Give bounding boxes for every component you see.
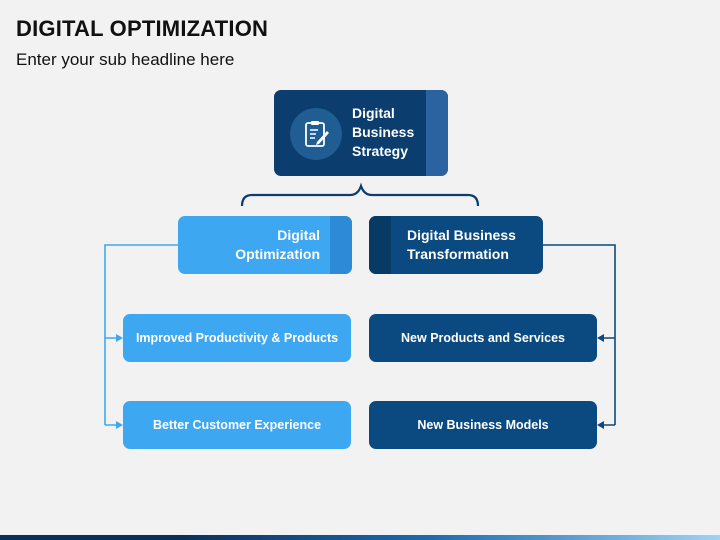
right-item-2-label: New Business Models (417, 418, 549, 432)
right-item-2: New Business Models (369, 401, 597, 449)
left-branch-stripe (330, 216, 352, 274)
brace-connector (240, 182, 480, 207)
left-branch-node: Digital Optimization (178, 216, 352, 274)
left-branch-label: Digital Optimization (235, 227, 320, 262)
left-arrow-2 (116, 421, 123, 429)
root-node-stripe (426, 90, 448, 176)
right-arrow-1 (597, 334, 604, 342)
page-title: DIGITAL OPTIMIZATION (16, 16, 269, 41)
clipboard-pen-icon (290, 108, 342, 160)
root-node-label: Digital Business Strategy (352, 105, 415, 159)
left-item-2-label: Better Customer Experience (152, 418, 322, 432)
footer-gradient-bar (0, 535, 720, 540)
root-node: Digital Business Strategy (274, 90, 448, 176)
right-branch-label: Digital Business Transformation (407, 227, 516, 262)
left-item-2: Better Customer Experience (123, 401, 351, 449)
left-arrow-1 (116, 334, 123, 342)
left-item-1-label: Improved Productivity & Products (135, 331, 339, 345)
left-item-1: Improved Productivity & Products (123, 314, 351, 362)
right-item-1: New Products and Services (369, 314, 597, 362)
right-item-1-label: New Products and Services (401, 331, 565, 345)
right-branch-stripe (369, 216, 391, 274)
page-subtitle: Enter your sub headline here (16, 50, 235, 69)
right-branch-node: Digital Business Transformation (369, 216, 543, 274)
right-arrow-2 (597, 421, 604, 429)
